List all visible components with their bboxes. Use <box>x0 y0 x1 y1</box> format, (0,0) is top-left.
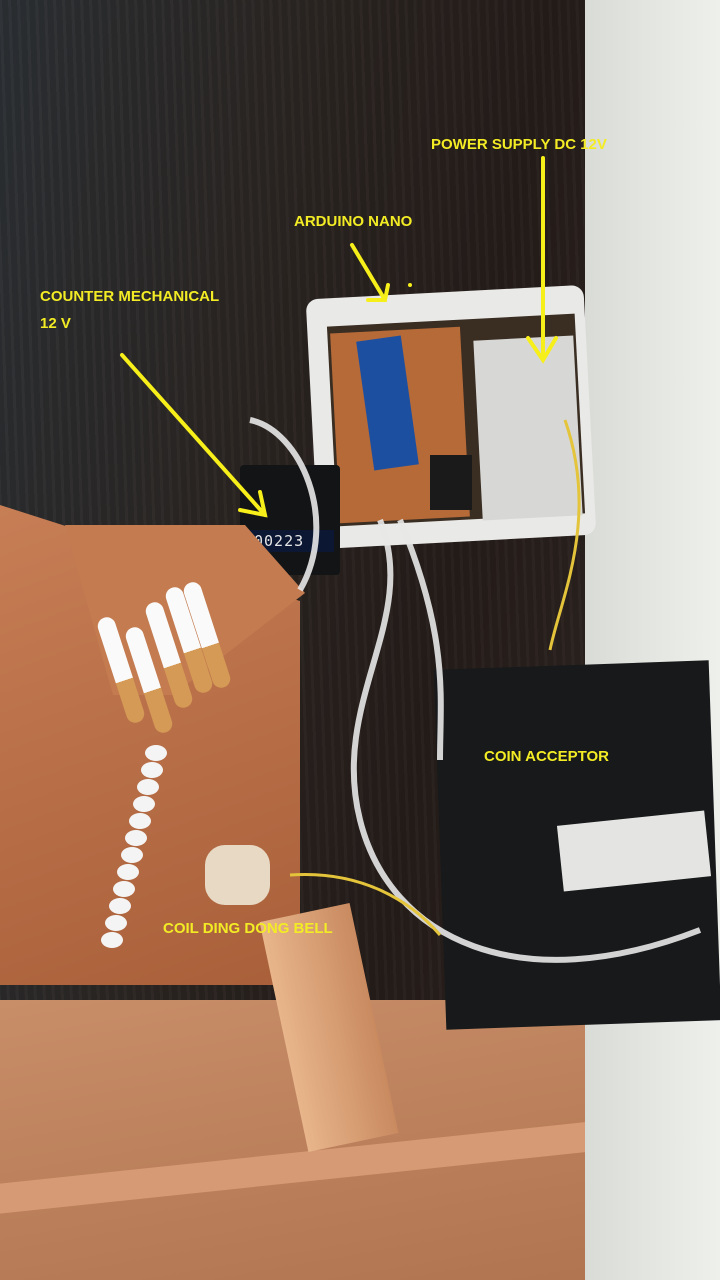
cigarette-end <box>105 915 127 931</box>
cigarette-end <box>117 864 139 880</box>
ribbon-wire <box>397 518 444 761</box>
cigarette-end <box>101 932 123 948</box>
cigarette-end <box>109 898 131 914</box>
label-counter-line1: COUNTER MECHANICAL <box>40 288 220 305</box>
label-power-supply: POWER SUPPLY DC 12V <box>431 136 607 153</box>
label-arduino-nano: ARDUINO NANO <box>294 213 413 230</box>
yellow-wire <box>289 872 442 936</box>
cigarette-end <box>145 745 167 761</box>
arrow-arduino <box>350 243 390 302</box>
arrow-counter <box>120 353 268 518</box>
ribbon-wire <box>350 518 702 963</box>
cigarette-end <box>137 779 159 795</box>
cigarette-end <box>125 830 147 846</box>
annotation-dot <box>408 283 412 287</box>
coil-bell <box>205 845 270 905</box>
side-panel <box>585 0 720 1280</box>
cigarette-end <box>141 762 163 778</box>
cigarette-end <box>133 796 155 812</box>
yellow-wire <box>548 419 581 651</box>
label-coil-bell: COIL DING DONG BELL <box>163 920 333 937</box>
cigarette-end <box>121 847 143 863</box>
label-counter-line2: 12 V <box>40 315 71 332</box>
relay <box>430 455 472 510</box>
arrow-power-supply <box>526 156 558 364</box>
cigarette-end <box>113 881 135 897</box>
white-wire <box>249 417 320 592</box>
label-coin-acceptor: COIN ACCEPTOR <box>484 748 610 765</box>
cigarette-end <box>129 813 151 829</box>
